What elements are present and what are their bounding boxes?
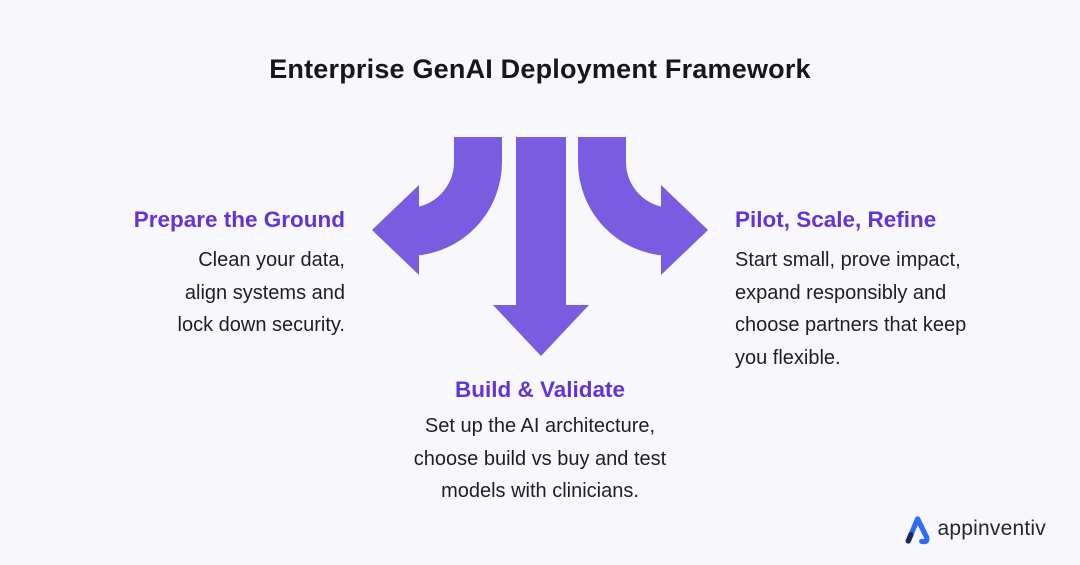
arrow-left-icon <box>372 137 502 275</box>
step-pilot-scale-refine: Pilot, Scale, Refine Start small, prove … <box>735 206 1035 374</box>
step-heading: Prepare the Ground <box>133 207 345 232</box>
arrow-down-icon <box>493 137 589 356</box>
page-title: Enterprise GenAI Deployment Framework <box>269 54 811 84</box>
appinventiv-logo-icon <box>905 516 930 545</box>
step-description: Clean your data, align systems and lock … <box>177 249 345 336</box>
step-description: Start small, prove impact, expand respon… <box>735 249 967 369</box>
step-heading: Build & Validate <box>454 377 626 402</box>
split-arrows-graphic <box>372 137 708 356</box>
step-prepare-the-ground: Prepare the Ground Clean your data, alig… <box>45 206 345 342</box>
appinventiv-logo: appinventiv <box>903 513 1046 545</box>
step-description: Set up the AI architecture, choose build… <box>413 415 667 502</box>
step-build-validate: Build & Validate Set up the AI architect… <box>340 376 740 508</box>
arrow-right-icon <box>578 137 708 275</box>
step-heading: Pilot, Scale, Refine <box>735 207 937 232</box>
appinventiv-logo-text: appinventiv <box>937 517 1046 540</box>
